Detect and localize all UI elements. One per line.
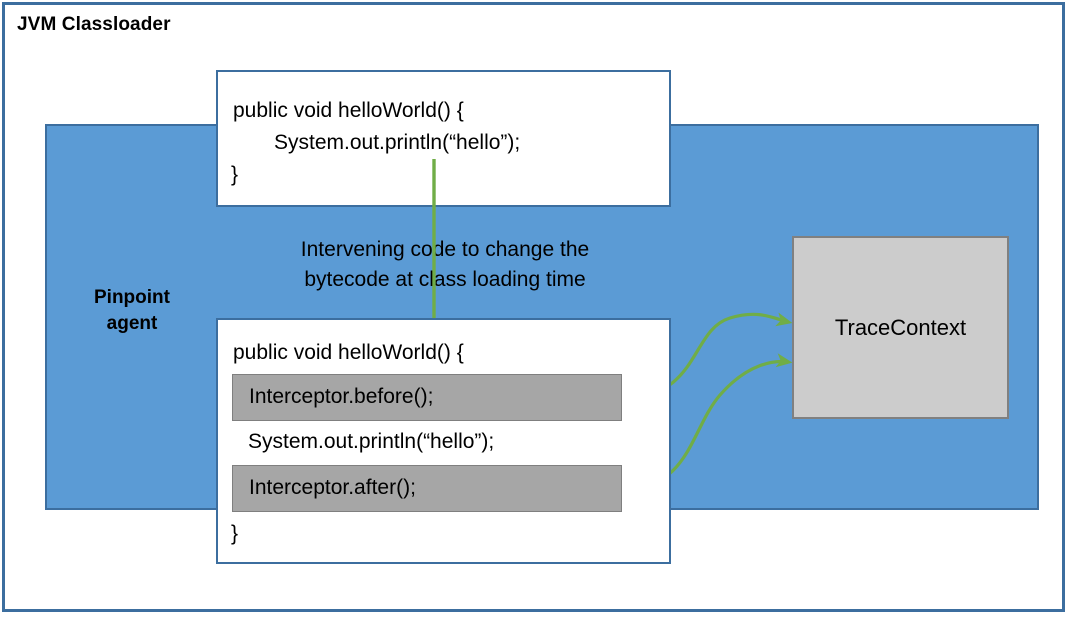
pinpoint-agent-label-line-2: agent	[106, 312, 158, 334]
page-title: JVM Classloader	[17, 14, 171, 35]
transformation-note: Intervening code to change the bytecode …	[245, 235, 645, 296]
instrumented-code-line-5: }	[231, 522, 239, 545]
transformation-note-line-2: bytecode at class loading time	[304, 268, 586, 292]
trace-context-box: TraceContext	[792, 236, 1009, 419]
pinpoint-agent-label-line-1: Pinpoint	[94, 287, 170, 308]
instrumented-code-line-1: public void helloWorld() {	[233, 341, 464, 364]
instrumented-code-box	[216, 318, 671, 564]
original-code-line-3: }	[231, 163, 239, 186]
interceptor-after-bar: Interceptor.after();	[232, 465, 622, 512]
transformation-note-line-1: Intervening code to change the	[300, 238, 590, 261]
original-code-box	[216, 70, 671, 207]
interceptor-before-label: Interceptor.before();	[249, 385, 434, 408]
original-code-line-2: System.out.println(“hello”);	[274, 131, 521, 154]
pinpoint-agent-label: Pinpoint agent	[62, 285, 202, 336]
interceptor-after-label: Interceptor.after();	[249, 476, 416, 499]
trace-context-label: TraceContext	[834, 314, 967, 340]
instrumented-code-line-3: System.out.println(“hello”);	[248, 430, 495, 453]
interceptor-before-bar: Interceptor.before();	[232, 374, 622, 421]
original-code-line-1: public void helloWorld() {	[233, 99, 464, 122]
